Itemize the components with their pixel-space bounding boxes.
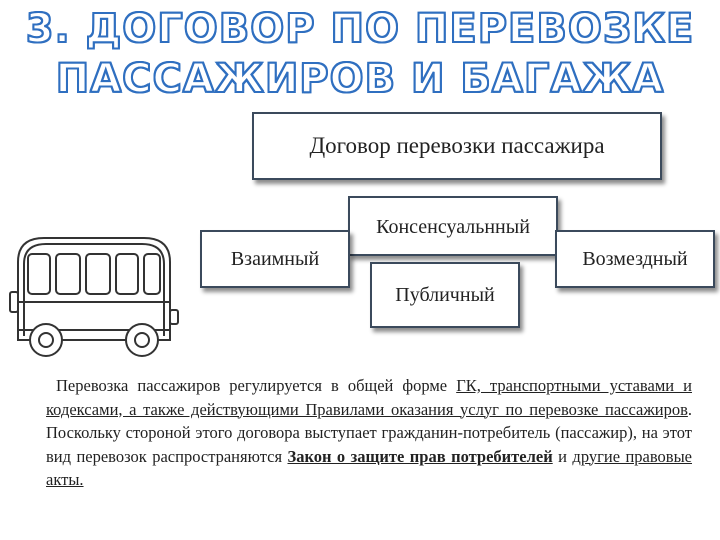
slide-title-line2: ПАССАЖИРОВ И БАГАЖА bbox=[55, 55, 665, 103]
text-part-2: . Поскольку стороной этого договора выст… bbox=[46, 399, 692, 466]
text-part-1: Перевозка пассажиров регулируется в обще… bbox=[56, 376, 457, 395]
other-acts-link[interactable]: другие правовые акты. bbox=[46, 446, 692, 490]
legislation-link[interactable]: ГК, транспортными уставами и кодексами, … bbox=[46, 376, 692, 419]
slide-title-line1: 3. ДОГОВОР ПО ПЕРЕВОЗКЕ bbox=[25, 5, 695, 53]
slide-title: 3. ДОГОВОР ПО ПЕРЕВОЗКЕ ПАССАЖИРОВ И БАГ… bbox=[0, 4, 720, 104]
public-box: Публичный bbox=[370, 262, 520, 328]
consumer-law-link[interactable]: Закон о защите прав потребителей bbox=[287, 446, 553, 466]
mutual-box: Взаимный bbox=[200, 230, 350, 288]
bus-icon bbox=[9, 237, 179, 357]
paid-box: Возмездный bbox=[555, 230, 715, 288]
text-part-3: и bbox=[552, 446, 573, 466]
consensual-box: Консенсуальнный bbox=[348, 196, 558, 256]
description-paragraph: Перевозка пассажиров регулируется в обще… bbox=[46, 374, 692, 492]
contract-box: Договор перевозки пассажира bbox=[252, 112, 662, 180]
